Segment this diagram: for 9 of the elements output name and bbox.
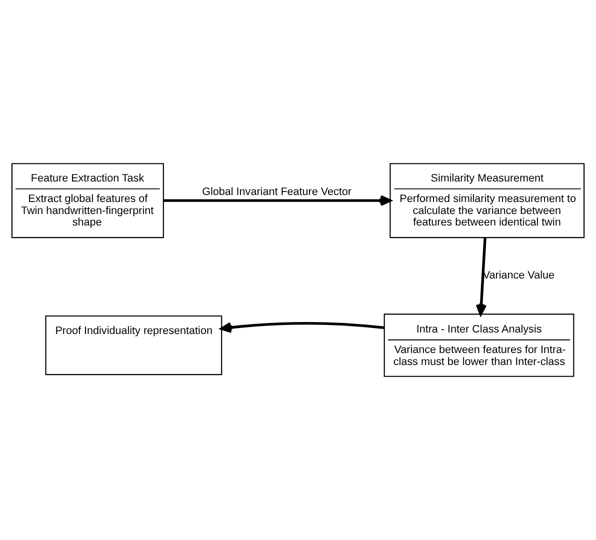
node-box: Feature Extraction Task Extract global features of Twin handwritten-fingerprint shape xyxy=(11,163,164,238)
edge-label: Global Invariant Feature Vector xyxy=(202,186,352,198)
node-box: Intra - Inter Class Analysis Variance between features for Intra-class must be lower than Inter-class xyxy=(384,314,574,377)
arrow xyxy=(476,238,487,316)
arrow xyxy=(220,322,384,333)
edge-label: Variance Value xyxy=(482,270,554,282)
node-box: Proof Individuality representation xyxy=(45,315,222,376)
node-box: Similarity Measurement Performed similarity measurement to calculate the variance between features between identical twin xyxy=(390,163,585,238)
arrow xyxy=(164,195,392,206)
